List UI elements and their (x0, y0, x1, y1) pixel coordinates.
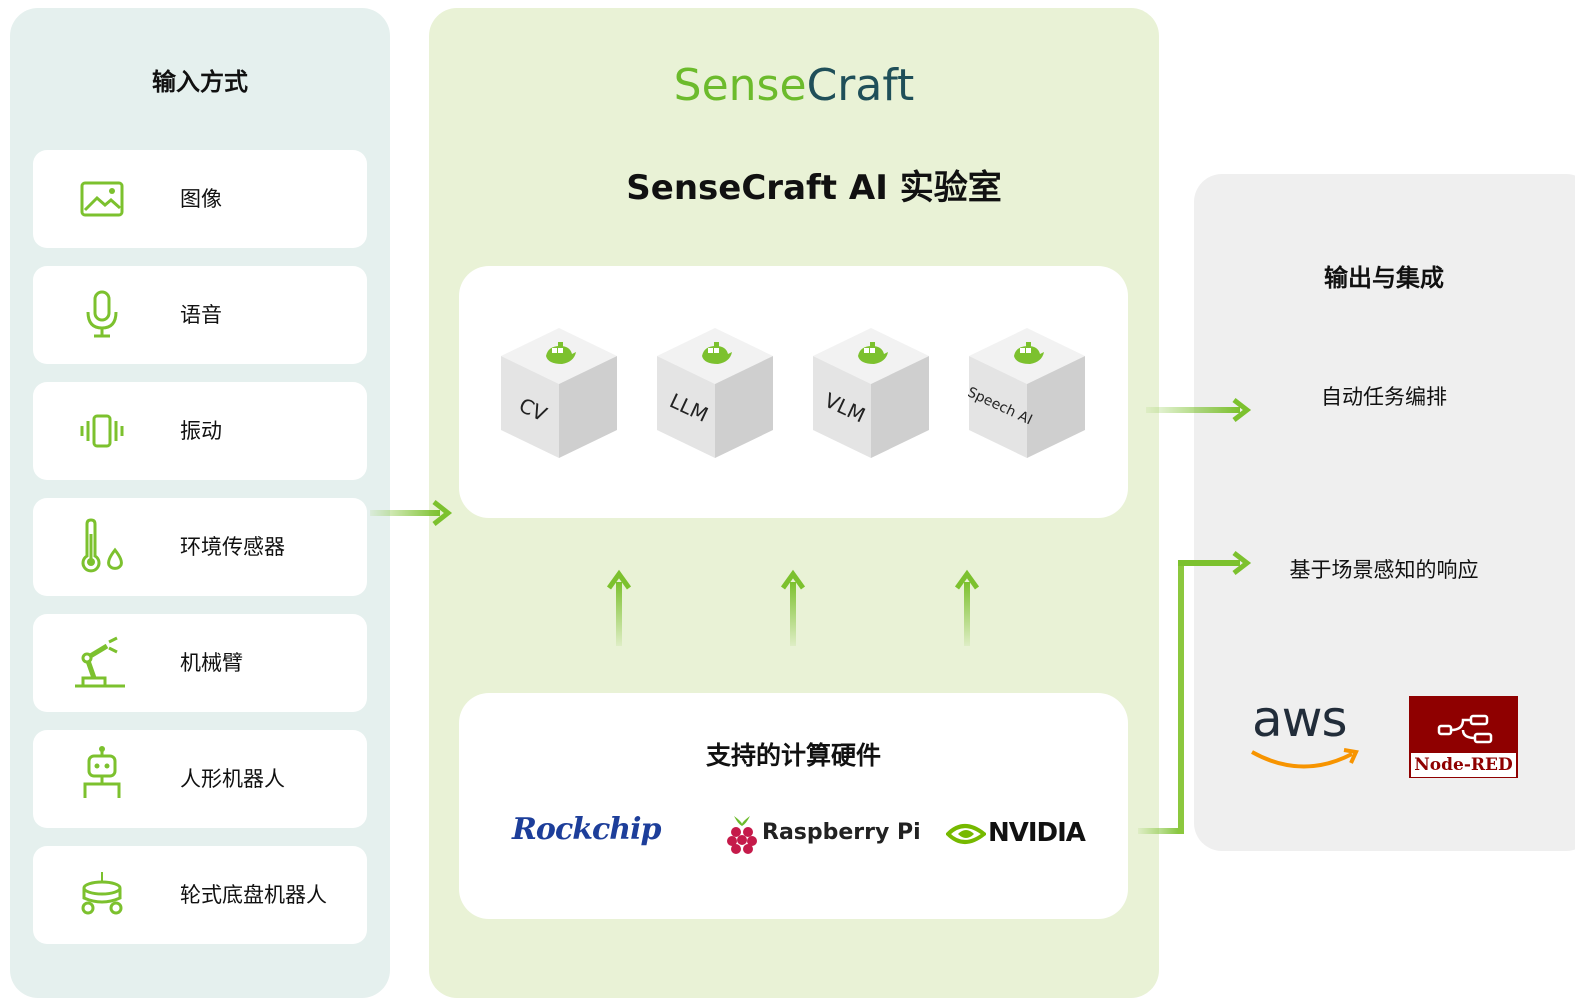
input-card-humanoid: 人形机器人 (33, 730, 367, 828)
input-card-vibration: 振动 (33, 382, 367, 480)
model-cube-cv: CV (501, 328, 617, 458)
rockchip-logo: Rockchip (512, 812, 661, 847)
input-label: 环境传感器 (180, 535, 285, 559)
brand-part-sense: Sense (673, 60, 807, 111)
arrow-hardware-to-models-2 (780, 569, 806, 646)
input-label: 振动 (180, 419, 222, 443)
arrow-models-to-output (1146, 398, 1252, 422)
raspberry-pi-label: Raspberry Pi (762, 820, 921, 845)
raspberry-pi-icon (727, 816, 757, 854)
arrow-hardware-to-models-1 (606, 569, 632, 646)
nvidia-label: NVIDIA (988, 818, 1086, 848)
robot-arm-icon (75, 636, 125, 688)
output-title: 输出与集成 (1324, 264, 1444, 292)
aws-smile-icon (1251, 748, 1359, 769)
aws-logo: aws (1252, 690, 1348, 748)
input-card-env-sensor: 环境传感器 (33, 498, 367, 596)
input-card-wheeled-robot: 轮式底盘机器人 (33, 846, 367, 944)
input-label: 人形机器人 (180, 767, 285, 791)
node-red-flow-icon (1437, 714, 1493, 744)
arrow-hardware-to-models-3 (954, 569, 980, 646)
model-cube-llm: LLM (657, 328, 773, 458)
wheeled-robot-icon (81, 872, 123, 915)
microphone-icon (86, 290, 118, 338)
input-label: 语音 (180, 303, 222, 327)
input-label: 轮式底盘机器人 (180, 883, 327, 907)
arrow-hardware-to-output (1138, 551, 1252, 834)
input-card-voice: 语音 (33, 266, 367, 364)
input-card-image: 图像 (33, 150, 367, 248)
hardware-box (459, 693, 1128, 919)
image-icon (80, 181, 124, 217)
lab-title: SenseCraft AI 实验室 (626, 168, 1002, 208)
node-red-label: Node-RED (1411, 753, 1516, 777)
input-label: 机械臂 (180, 651, 243, 675)
input-title: 输入方式 (152, 68, 248, 96)
model-cube-speech-ai: Speech AI (968, 328, 1085, 458)
vibration-icon (80, 414, 124, 448)
sensecraft-logo: SenseCraft (429, 60, 1159, 111)
brand-part-craft: Craft (806, 60, 915, 111)
thermometer-humidity-icon (81, 518, 123, 573)
output-item-scene-response: 基于场景感知的响应 (1289, 558, 1479, 582)
input-label: 图像 (180, 187, 222, 211)
model-cube-vlm: VLM (813, 328, 929, 458)
hardware-title: 支持的计算硬件 (705, 741, 881, 770)
nvidia-eye-icon (946, 824, 986, 844)
humanoid-robot-icon (83, 746, 121, 798)
output-item-task-orchestration: 自动任务编排 (1321, 385, 1447, 409)
input-card-robot-arm: 机械臂 (33, 614, 367, 712)
arrow-input-to-models (370, 500, 453, 526)
